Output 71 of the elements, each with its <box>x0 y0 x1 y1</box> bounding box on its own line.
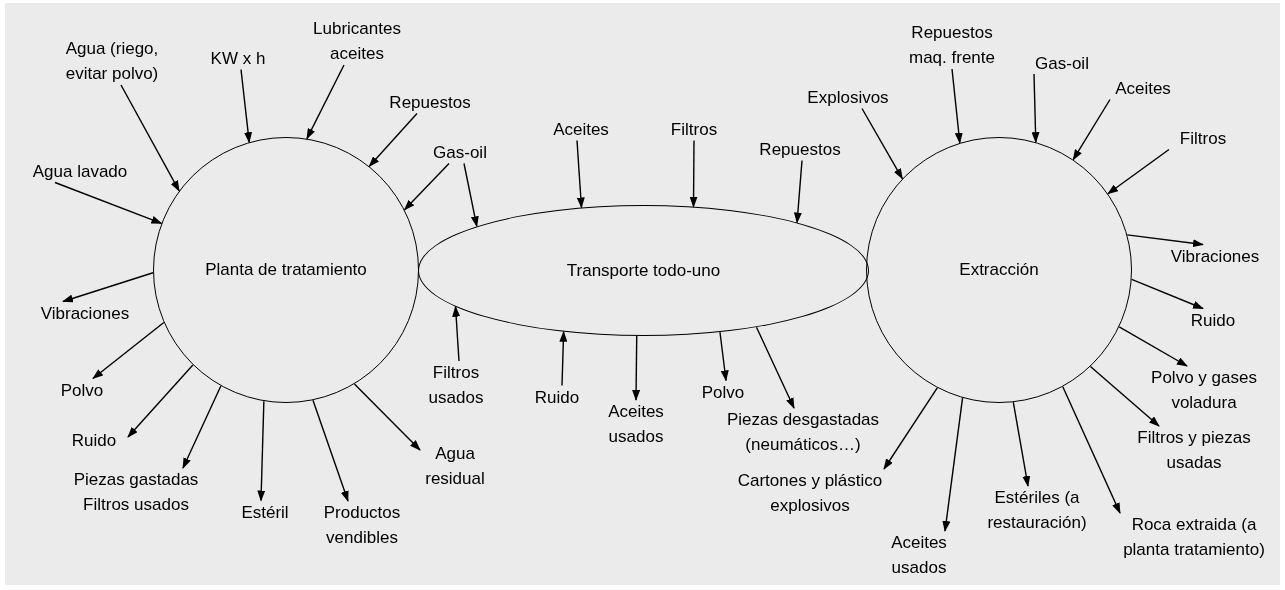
arrow <box>54 181 163 224</box>
arrow <box>559 330 568 387</box>
arrow <box>257 400 266 502</box>
flow-label: Polvo y gases voladura <box>1139 365 1269 415</box>
arrow <box>942 397 964 532</box>
arrow <box>1012 401 1031 487</box>
arrow <box>127 364 194 438</box>
arrow <box>1072 98 1111 161</box>
node-label: Planta de tratamiento <box>205 259 367 281</box>
flow-label: Ruido <box>1178 307 1248 333</box>
flow-label: Piezas gastadas Filtros usados <box>66 467 206 517</box>
flow-label: Agua (riego, evitar polvo) <box>52 36 172 86</box>
flow-label: Explosivos <box>798 84 898 110</box>
flow-label: Piezas desgastadas (neumáticos…) <box>713 407 893 457</box>
flow-label: Cartones y plástico explosivos <box>735 468 885 518</box>
arrow <box>353 383 421 451</box>
flow-label: Filtros <box>659 116 729 142</box>
arrow <box>793 159 803 224</box>
arrow <box>576 139 585 209</box>
node-label: Transporte todo-uno <box>566 259 721 282</box>
flow-label: Aceites <box>541 116 621 142</box>
arrow <box>1118 326 1188 367</box>
process-ellipse <box>418 205 869 336</box>
flow-label: Filtros <box>1168 125 1238 151</box>
flow-label: Aceites usados <box>596 399 676 449</box>
flow-label: Lubricantes aceites <box>307 16 407 66</box>
arrow <box>463 162 479 228</box>
arrow <box>312 399 349 502</box>
arrow <box>403 162 450 211</box>
flow-label: Estéril <box>230 499 300 525</box>
flow-label: Ruido <box>522 384 592 410</box>
flow-label: Polvo <box>688 379 758 405</box>
arrow <box>182 385 222 469</box>
arrow <box>120 84 180 192</box>
node-label: Extracción <box>959 259 1039 281</box>
arrow <box>755 326 795 409</box>
arrow <box>240 68 253 144</box>
arrow <box>1126 234 1204 248</box>
flow-label: Ruido <box>59 427 129 453</box>
flow-label: Repuestos <box>380 89 480 115</box>
flow-label: Filtros y piezas usadas <box>1124 425 1264 475</box>
flow-label: Aceites <box>1103 75 1183 101</box>
flow-label: Gas-oil <box>425 139 495 165</box>
flow-label: Repuestos <box>750 136 850 162</box>
arrow <box>632 335 641 401</box>
arrow <box>368 112 418 168</box>
flow-label: Repuestos maq. frente <box>897 20 1007 70</box>
flow-label: Roca extraida (a planta tratamiento) <box>1119 512 1269 562</box>
flow-label: Agua residual <box>415 441 495 491</box>
flow-label: Polvo <box>47 377 117 403</box>
flow-label: Agua lavado <box>20 158 140 184</box>
flow-label: Vibraciones <box>1160 243 1270 269</box>
flow-label: Filtros usados <box>416 360 496 410</box>
arrow <box>1107 148 1170 195</box>
arrow <box>1089 365 1160 427</box>
arrow <box>306 64 345 140</box>
arrow <box>62 272 154 303</box>
arrow <box>883 387 938 470</box>
arrow <box>689 139 698 208</box>
arrow <box>92 321 165 380</box>
arrow <box>951 68 963 144</box>
arrow <box>1031 73 1040 144</box>
arrow <box>1130 278 1204 310</box>
arrow <box>719 331 729 382</box>
arrow <box>1062 386 1121 514</box>
arrow <box>861 107 903 180</box>
flow-label: Productos vendibles <box>312 500 412 550</box>
flow-label: KW x h <box>198 45 278 71</box>
arrow <box>452 305 461 362</box>
flow-label: Gas-oil <box>1022 50 1102 76</box>
flow-label: Vibraciones <box>30 300 140 326</box>
